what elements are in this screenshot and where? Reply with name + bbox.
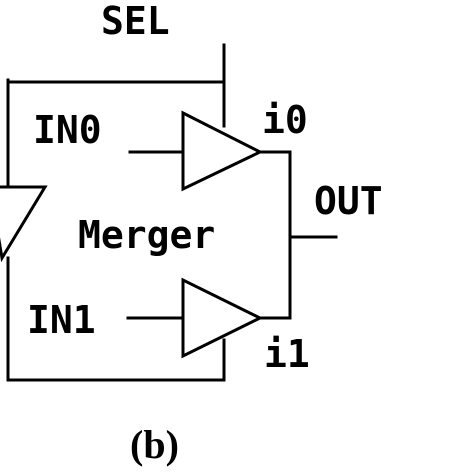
left-buffer-triangle bbox=[0, 185, 48, 263]
i1-label: i1 bbox=[264, 332, 310, 376]
top-feedback-wire bbox=[6, 78, 226, 84]
i0-label: i0 bbox=[262, 98, 308, 142]
merger-label: Merger bbox=[78, 213, 215, 257]
in0-label: IN0 bbox=[33, 108, 102, 152]
in1-label: IN1 bbox=[27, 298, 96, 342]
figure-caption: (b) bbox=[130, 422, 179, 467]
buffer-i0-triangle bbox=[181, 110, 264, 192]
bottom-feedback-wire bbox=[6, 338, 226, 382]
out-label: OUT bbox=[314, 179, 383, 223]
buffer-i1-triangle bbox=[181, 277, 264, 359]
merge-bracket-wire bbox=[258, 150, 292, 320]
sel-label: SEL bbox=[101, 0, 170, 43]
